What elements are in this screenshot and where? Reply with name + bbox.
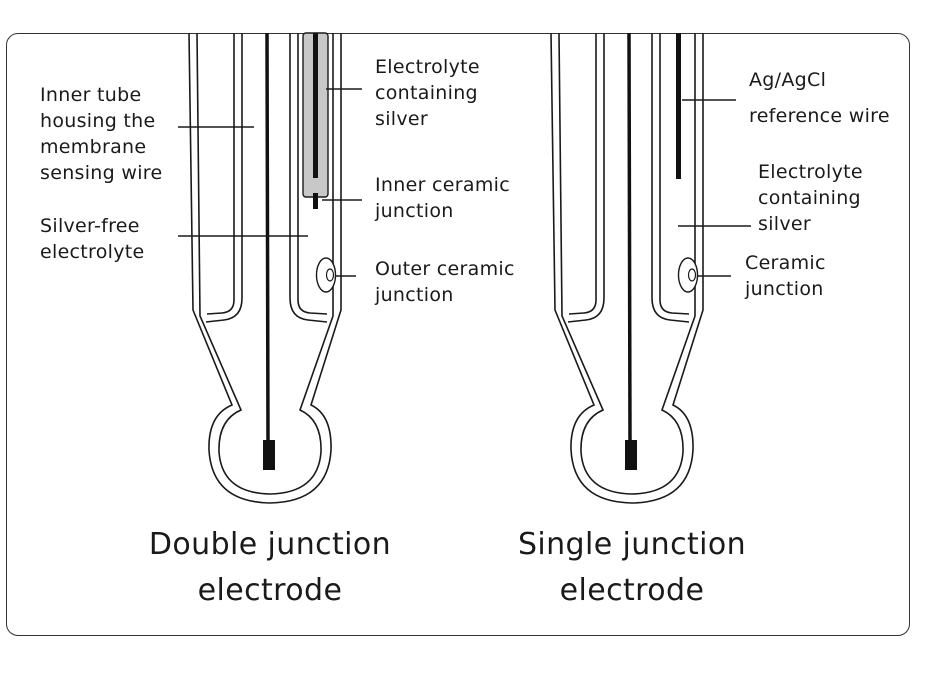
double-sensing-element (263, 440, 275, 470)
label-reference-wire: reference wire (749, 105, 890, 127)
double-inner-wall-left (206, 33, 235, 315)
label-ag-agcl: Ag/AgCl (749, 69, 827, 91)
single-inner-wall-left-b (567, 33, 605, 323)
double-outer-ceramic-dot (325, 268, 335, 282)
title-single-junction: Single junction electrode (517, 527, 747, 608)
double-outer-glass-inner (196, 32, 334, 495)
single-leader-lines (678, 99, 751, 277)
single-inner-wall-right (659, 33, 690, 315)
double-outer-glass-outer (188, 32, 342, 504)
double-inner-wall-right (297, 33, 328, 315)
double-sensing-wire (265, 32, 270, 443)
label-double-electrolyte-silver: Electrolyte containing silver (375, 56, 480, 130)
label-inner-ceramic-junction: Inner ceramic junction (375, 174, 510, 222)
double-inner-wall-left-b (205, 33, 243, 323)
label-silver-free-electrolyte: Silver-free electrolyte (40, 215, 145, 263)
single-inner-wall-left (568, 33, 597, 315)
label-outer-ceramic-junction: Outer ceramic junction (375, 258, 515, 306)
single-sensing-element (625, 440, 637, 470)
single-sensing-wire (627, 32, 632, 443)
single-junction-electrode (550, 32, 704, 504)
single-ceramic-dot (687, 268, 697, 282)
single-outer-glass-outer (550, 32, 704, 504)
double-inner-wall-right-b (289, 33, 328, 323)
double-leader-lines (178, 88, 362, 277)
label-ceramic-junction: Ceramic junction (745, 252, 826, 300)
label-single-electrolyte-silver: Electrolyte containing silver (758, 161, 863, 235)
title-double-junction: Double junction electrode (148, 527, 392, 608)
double-junction-electrode (188, 32, 342, 504)
diagram-frame (6, 33, 910, 636)
double-inner-ceramic-junction (313, 193, 318, 209)
single-inner-wall-right-b (651, 33, 690, 323)
single-outer-glass-inner (558, 32, 696, 495)
label-inner-tube: Inner tube housing the membrane sensing … (40, 84, 163, 184)
